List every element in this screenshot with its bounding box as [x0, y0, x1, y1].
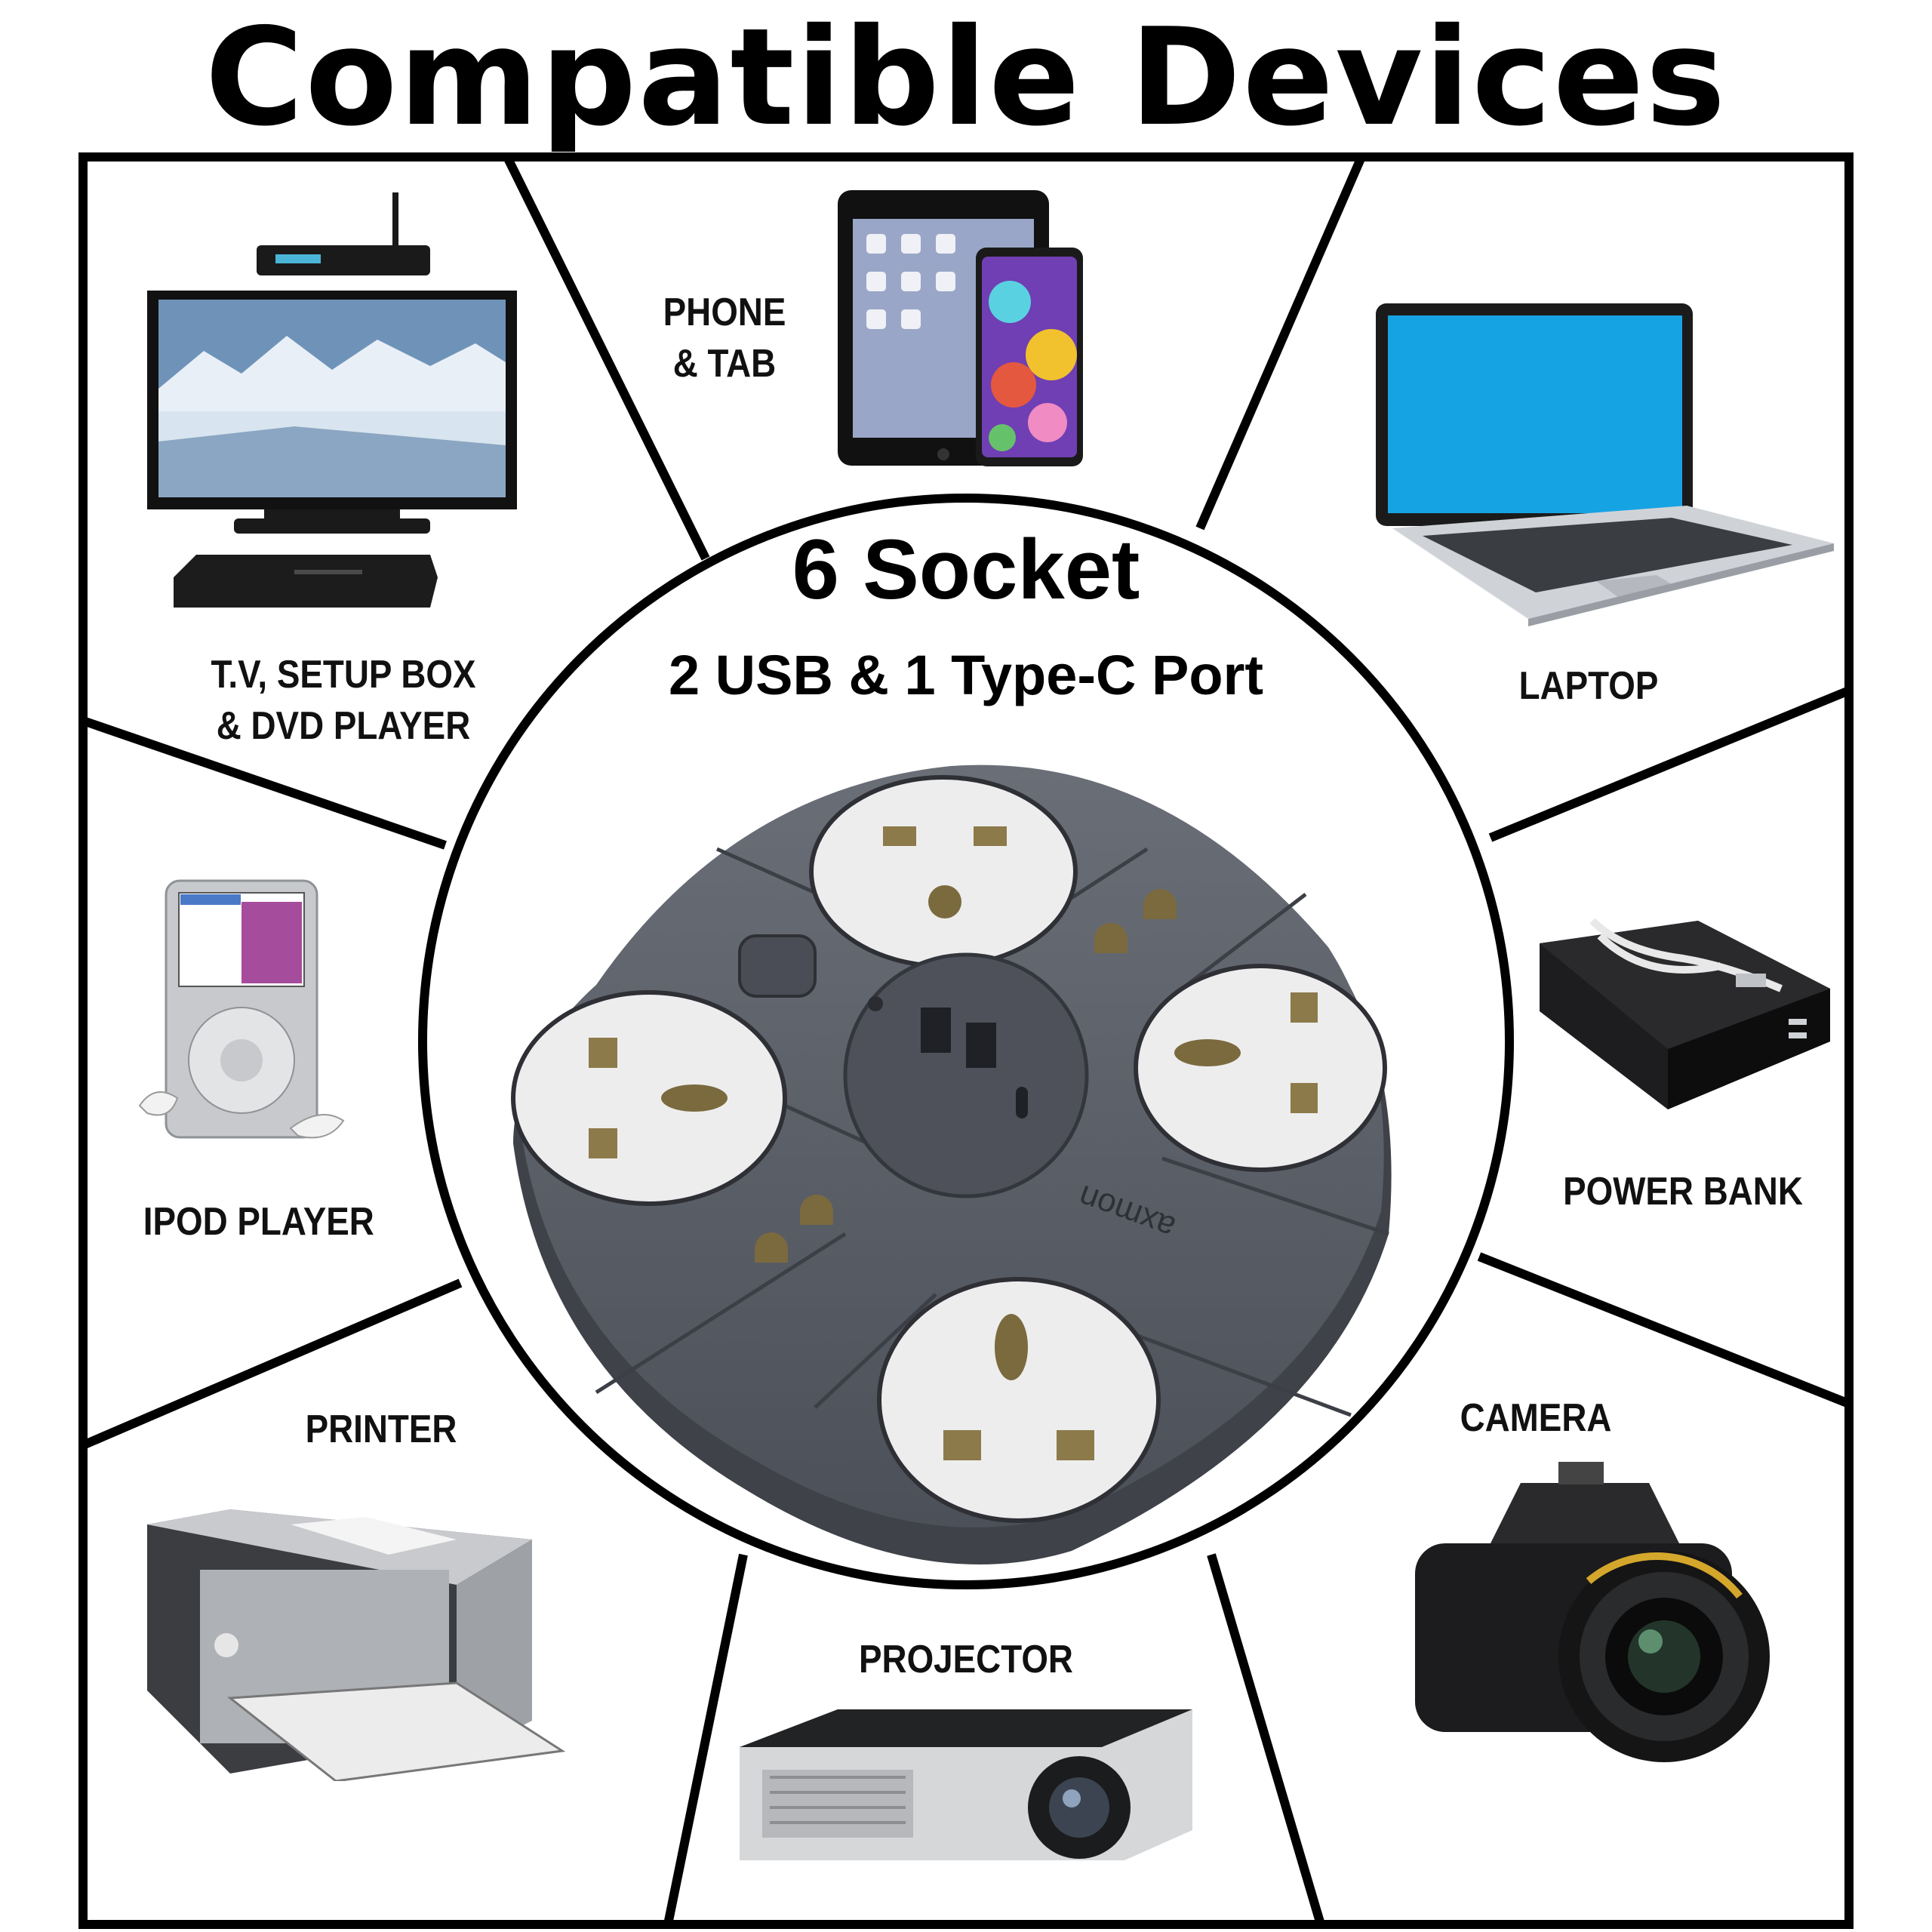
- socket-top: [809, 775, 1078, 968]
- projector-image: [732, 1702, 1200, 1868]
- phone-tablet-image: [836, 189, 1085, 468]
- power-switch: [738, 934, 817, 998]
- page-title: Compatible Devices: [205, 0, 1727, 155]
- power-bank-label: POWER BANK: [1563, 1170, 1803, 1214]
- socket-bottom: [877, 1277, 1161, 1523]
- divider-line: [1488, 686, 1851, 842]
- printer-label: PRINTER: [305, 1407, 457, 1451]
- laptop-label: LAPTOP: [1518, 664, 1659, 708]
- tv-setup-box-dvd-image: [143, 185, 536, 623]
- divider-line: [1477, 1252, 1851, 1408]
- divider-line: [1195, 155, 1366, 531]
- camera-label: CAMERA: [1460, 1396, 1612, 1440]
- divider-line: [82, 716, 447, 850]
- outer-border: [78, 152, 1854, 1929]
- power-strip-image: axmon: [498, 751, 1434, 1581]
- ipod-image: [132, 879, 374, 1151]
- center-title: 6 Socket: [792, 522, 1140, 617]
- divider-line: [503, 155, 710, 561]
- phone-tab-label: PHONE & TAB: [663, 291, 786, 386]
- type-c-port: [1016, 1087, 1028, 1118]
- projector-label: PROJECTOR: [859, 1638, 1073, 1681]
- tv-label: T.V, SETUP BOX & DVD PLAYER: [211, 653, 476, 748]
- center-subtitle: 2 USB & 1 Type-C Port: [668, 644, 1264, 706]
- divider-line: [663, 1553, 748, 1926]
- divider-line: [81, 1278, 463, 1450]
- power-bank-image: [1524, 906, 1841, 1117]
- socket-left: [511, 990, 787, 1206]
- laptop-image: [1370, 302, 1838, 626]
- divider-line: [1207, 1553, 1325, 1926]
- camera-image: [1407, 1460, 1785, 1777]
- usb-port-2: [966, 1023, 996, 1068]
- socket-right: [1134, 964, 1387, 1172]
- usb-port-1: [921, 1008, 951, 1053]
- printer-image: [140, 1509, 570, 1781]
- ipod-label: IPOD PLAYER: [143, 1200, 374, 1244]
